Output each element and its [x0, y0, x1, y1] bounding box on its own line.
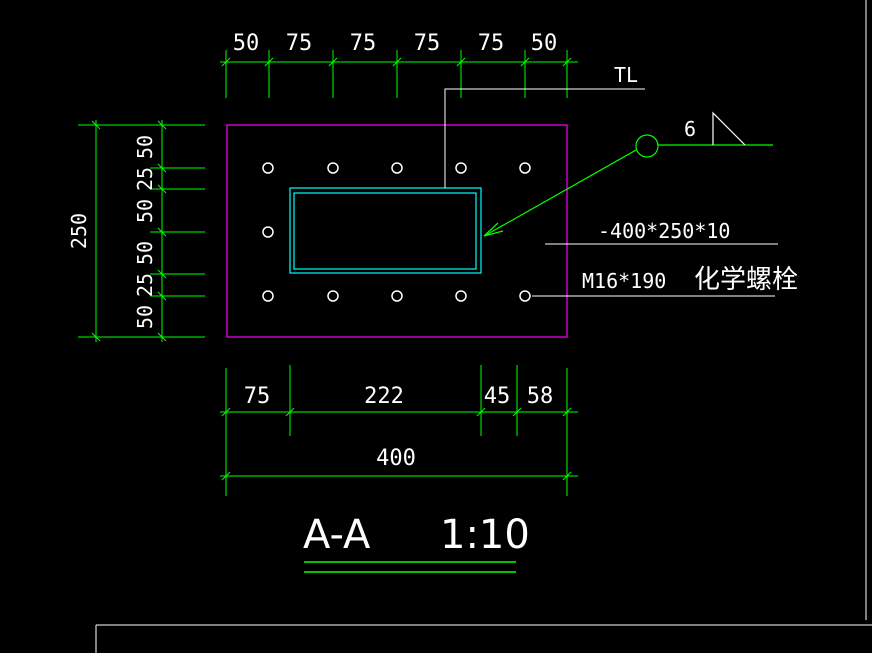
- plate-spec: -400*250*10: [598, 219, 730, 243]
- bolt-hole: [455, 162, 467, 174]
- top-dim-2: 75: [286, 31, 313, 56]
- top-dim-4: 75: [414, 31, 441, 56]
- bottom-dim-1: 75: [244, 384, 271, 409]
- left-dim-4: 50: [133, 241, 157, 265]
- weld-all-around-icon: [635, 134, 659, 158]
- bolt-hole: [262, 162, 274, 174]
- overall-width: 400: [376, 446, 416, 471]
- bolt-hole: [519, 162, 531, 174]
- weld-size: 6: [684, 117, 696, 141]
- bolt-hole: [391, 290, 403, 302]
- bolt-spec: M16*190: [582, 269, 666, 293]
- left-dim-3: 50: [133, 199, 157, 223]
- left-dim-5: 25: [133, 273, 157, 297]
- top-dim-1: 50: [233, 31, 260, 56]
- bolt-hole: [327, 162, 339, 174]
- section-title-underline: [304, 561, 516, 573]
- bottom-dim-4: 58: [527, 384, 554, 409]
- bolt-name: 化学螺栓: [694, 265, 798, 295]
- tl-label: TL: [614, 63, 638, 87]
- left-dimension-lines: [78, 120, 205, 342]
- weld-leader: [483, 134, 773, 237]
- bolt-hole: [327, 290, 339, 302]
- bottom-dim-3: 45: [484, 384, 511, 409]
- top-dimension-lines: [220, 50, 578, 98]
- section-scale: 1:10: [440, 512, 530, 558]
- section-title: A-A: [303, 512, 371, 558]
- top-dim-6: 50: [531, 31, 558, 56]
- tl-leader: [444, 88, 645, 188]
- left-dim-6: 50: [133, 305, 157, 329]
- weld-triangle-icon: [712, 111, 746, 146]
- overall-height: 250: [67, 213, 91, 249]
- top-dimension-texts: 50 75 75 75 75 50: [233, 31, 558, 56]
- bottom-dim-2: 222: [364, 384, 404, 409]
- left-dim-1: 50: [133, 135, 157, 159]
- sheet-border: [95, 0, 872, 653]
- left-dim-2: 25: [133, 167, 157, 191]
- bottom-dimension-texts: 75 222 45 58 400: [244, 384, 554, 471]
- bolt-hole: [391, 162, 403, 174]
- bolt-holes: [262, 162, 531, 302]
- base-plate: [226, 124, 568, 338]
- top-dim-5: 75: [478, 31, 505, 56]
- bolt-hole: [262, 290, 274, 302]
- bolt-hole: [455, 290, 467, 302]
- bolt-hole: [519, 290, 531, 302]
- member-section: [289, 187, 482, 274]
- left-dimension-texts: 250 50 25 50 50 25 50: [67, 135, 157, 329]
- top-dim-3: 75: [350, 31, 377, 56]
- bottom-dimension-lines: [220, 365, 578, 496]
- bolt-hole: [262, 226, 274, 238]
